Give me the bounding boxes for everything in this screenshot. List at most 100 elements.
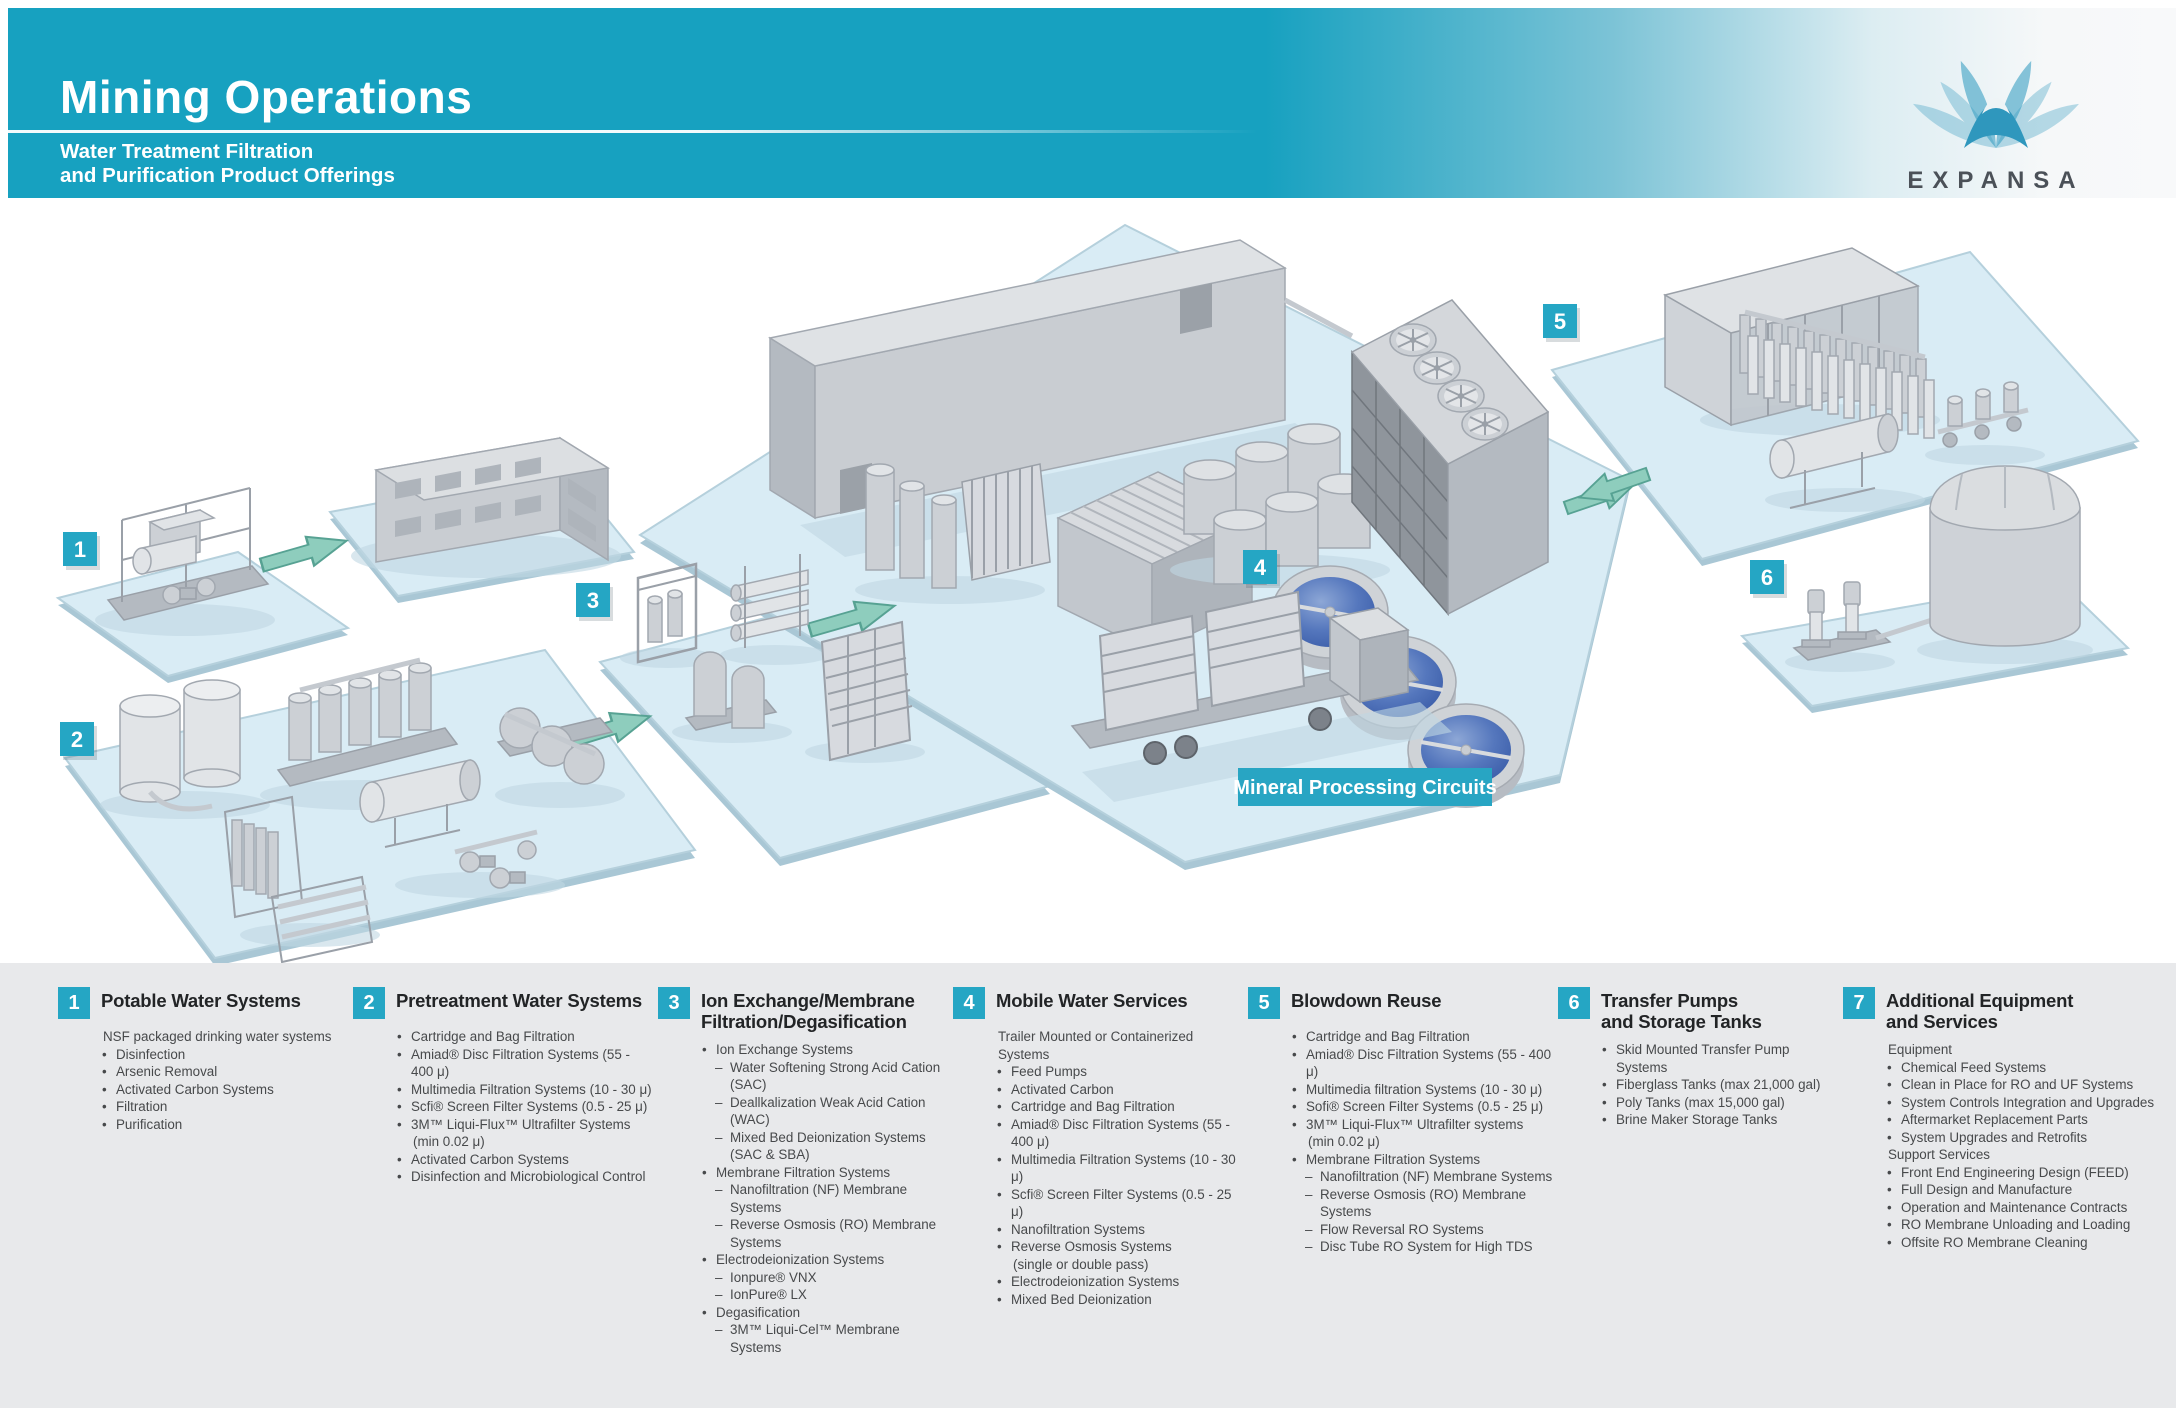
bullet-icon: • — [702, 1304, 707, 1320]
bullet-icon: • — [1292, 1081, 1297, 1097]
dash-icon: – — [715, 1182, 723, 1197]
legend-item-text: IonPure® LX — [730, 1287, 807, 1302]
legend-item-text: Nanofiltration Systems — [1011, 1221, 1145, 1237]
bullet-icon: • — [1887, 1182, 1892, 1197]
dash-icon: – — [715, 1287, 723, 1302]
bullet-icon: • — [1602, 1077, 1607, 1092]
legend-item: •Scfi® Screen Filter Systems (0.5 - 25 μ… — [996, 1186, 1245, 1221]
bullet-icon: • — [1292, 1099, 1297, 1114]
legend-item: •3M™ Liqui-Flux™ Ultrafilter systems — [1291, 1116, 1553, 1134]
legend-badge: 5 — [1248, 987, 1280, 1019]
legend-item: –Water Softening Strong Acid Cation (SAC… — [701, 1059, 950, 1094]
legend-item: •Brine Maker Storage Tanks — [1601, 1111, 1838, 1129]
bullet-icon: • — [397, 1116, 402, 1132]
legend-item-text: Multimedia filtration Systems (10 - 30 μ… — [1306, 1081, 1543, 1097]
svg-text:3: 3 — [587, 588, 599, 613]
bullet-icon: • — [1887, 1164, 1892, 1180]
legend-item: •Membrane Filtration Systems — [1291, 1151, 1553, 1169]
dash-icon: – — [1305, 1169, 1313, 1184]
page-subtitle: Water Treatment Filtration and Purificat… — [60, 140, 395, 188]
agitator-tank-cluster — [1170, 423, 1390, 586]
legend-item: • Purification — [101, 1116, 350, 1134]
bullet-icon: • — [1602, 1094, 1607, 1110]
legend-title: Mobile Water Services — [996, 990, 1188, 1011]
legend-item: •Filtration — [101, 1098, 350, 1116]
legend-item: –IonPure® LX — [701, 1286, 950, 1304]
legend-badge: 3 — [658, 987, 690, 1019]
svg-text:6: 6 — [1761, 565, 1773, 590]
legend-item: •Chemical Feed Systems — [1886, 1059, 2168, 1077]
flow-arrow-3-to-plant — [806, 600, 898, 638]
brand-wordmark: EXPANSA — [1907, 167, 2084, 194]
legend-item-text: Electrodeionization Systems — [716, 1252, 885, 1267]
transfer-pumps — [1801, 581, 1867, 648]
legend-item: •Poly Tanks (max 15,000 gal) — [1601, 1094, 1838, 1112]
transfer-storage-equipment — [1785, 465, 2093, 672]
legend-item-text: Offsite RO Membrane Cleaning — [1901, 1234, 2088, 1250]
legend-item-text: System Controls Integration and Upgrades — [1901, 1094, 2155, 1110]
marker-3: 3 — [576, 583, 613, 621]
legend-item-text: Support Services — [1888, 1147, 1990, 1162]
legend-item-text: Electrodeionization Systems — [1011, 1274, 1180, 1289]
legend-item: •Ion Exchange Systems — [701, 1041, 950, 1059]
bullet-icon: • — [102, 1116, 107, 1132]
dash-icon: – — [715, 1217, 723, 1232]
legend-item: •Front End Engineering Design (FEED) — [1886, 1164, 2168, 1182]
brand-logo: EXPANSA — [1907, 60, 2084, 194]
bullet-icon: • — [997, 1081, 1002, 1097]
legend-item-text: Disc Tube RO System for High TDS — [1320, 1239, 1533, 1254]
legend-item-text: (min 0.02 μ) — [413, 1134, 485, 1149]
legend-item-text: Activated Carbon Systems — [411, 1151, 569, 1167]
legend-item-text: Deallkalization Weak Acid Cation (WAC) — [730, 1094, 926, 1128]
page-title: Mining Operations — [60, 71, 473, 123]
legend-item-text: Equipment — [1888, 1042, 1953, 1057]
legend-item: • Activated Carbon Systems — [396, 1151, 653, 1169]
ion-exchange-equipment — [620, 554, 925, 763]
legend-item: Equipment — [1886, 1041, 2168, 1059]
marker-6: 6 — [1750, 560, 1787, 598]
legend-item-text: Multimedia Filtration Systems (10 - 30 μ… — [1011, 1151, 1236, 1185]
legend-title: Pretreatment Water Systems — [396, 990, 643, 1011]
legend-badge: 1 — [58, 987, 90, 1019]
legend-item-text: Chemical Feed Systems — [1901, 1059, 2047, 1075]
bullet-icon: • — [997, 1239, 1002, 1254]
bullet-icon: • — [1292, 1029, 1297, 1044]
legend-item-text: Cartridge and Bag Filtration — [411, 1029, 575, 1044]
legend-item-text: Amiad® Disc Filtration Systems (55 - 400… — [411, 1046, 630, 1080]
legend-item: •Nanofiltration Systems — [996, 1221, 1245, 1239]
bullet-icon: • — [102, 1064, 107, 1079]
legend-item-text: Disinfection — [116, 1046, 186, 1062]
bullet-icon: • — [397, 1029, 402, 1044]
bullet-icon: • — [397, 1151, 402, 1167]
legend-item-text: Purification — [116, 1116, 183, 1132]
bullet-icon: • — [997, 1274, 1002, 1289]
expansa-logo-icon — [1913, 60, 2079, 148]
office-windows — [395, 457, 596, 542]
legend-item-text: Multimedia Filtration Systems (10 - 30 μ… — [411, 1081, 652, 1097]
legend-item-text: Cartridge and Bag Filtration — [1011, 1099, 1175, 1114]
legend-item: –3M™ Liqui-Cel™ Membrane Systems — [701, 1321, 950, 1356]
flow-arrow-1-to-plant — [258, 535, 350, 573]
legend-item: –Ionpure® VNX — [701, 1269, 950, 1287]
dash-icon: – — [715, 1129, 723, 1145]
dash-icon: – — [1305, 1221, 1313, 1237]
bullet-icon: • — [397, 1081, 402, 1097]
marker-1: 1 — [63, 532, 100, 570]
legend-item-text: Ionpure® VNX — [730, 1269, 817, 1285]
legend-item-text: Activated Carbon — [1011, 1081, 1114, 1097]
dash-icon: – — [715, 1322, 723, 1337]
legend-item: –Deallkalization Weak Acid Cation (WAC) — [701, 1094, 950, 1129]
legend-item: •Disinfection and Microbiological Contro… — [396, 1168, 653, 1186]
blowdown-reuse-equipment — [1663, 247, 2045, 512]
svg-text:5: 5 — [1554, 309, 1566, 334]
legend-item-text: Amiad® Disc Filtration Systems (55 - 400… — [1011, 1116, 1230, 1150]
bullet-icon: • — [397, 1046, 402, 1062]
legend-item: •Fiberglass Tanks (max 21,000 gal) — [1601, 1076, 1838, 1094]
legend-item-text: Cartridge and Bag Filtration — [1306, 1029, 1470, 1044]
legend-item: •Aftermarket Replacement Parts — [1886, 1111, 2168, 1129]
